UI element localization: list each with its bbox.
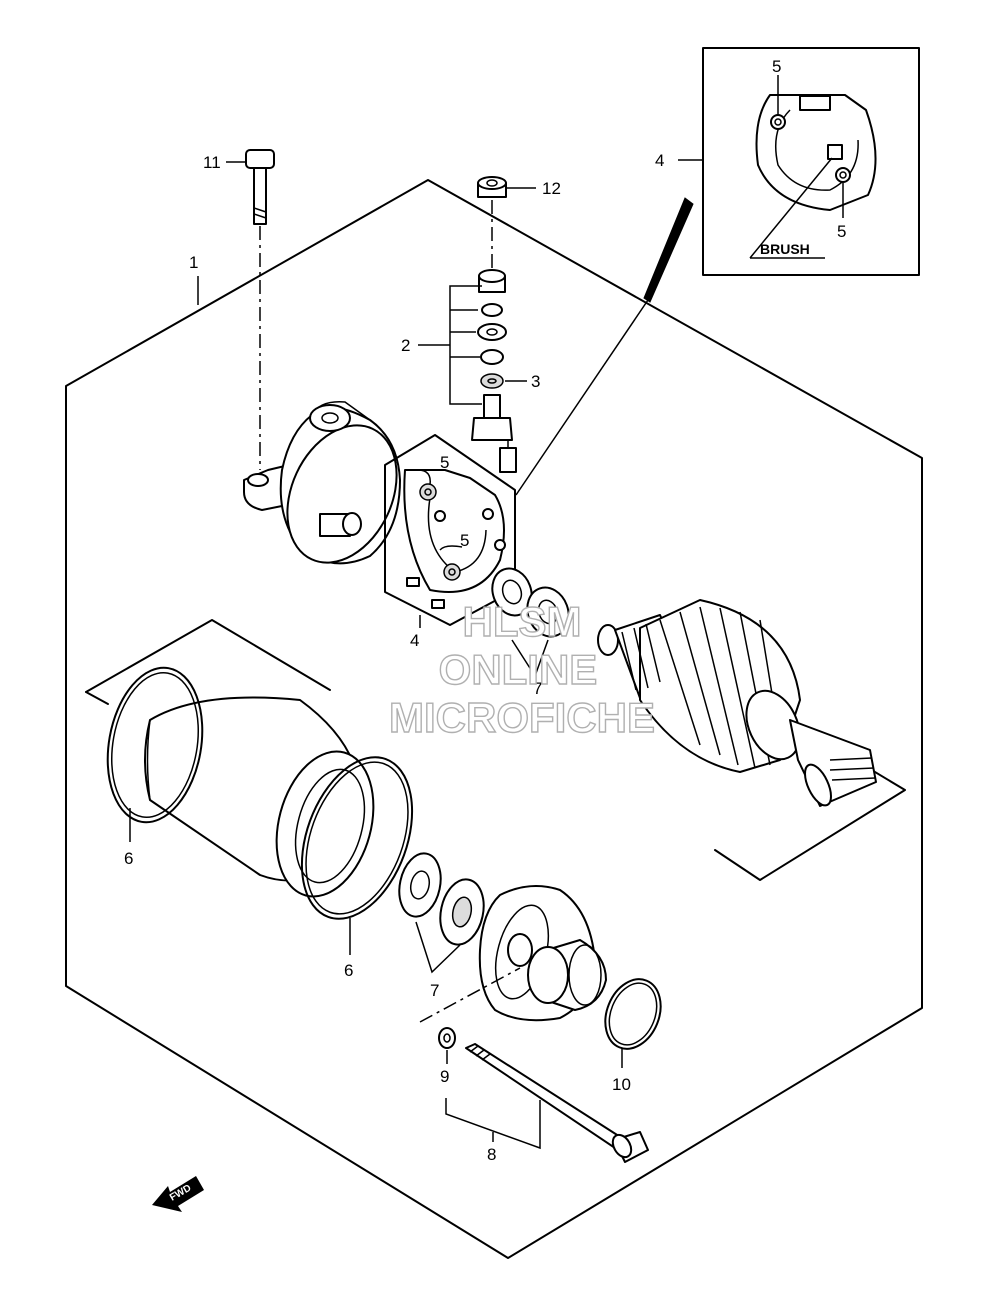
- front-cover: [478, 885, 607, 1022]
- watermark-line-1: HLSM: [463, 598, 582, 645]
- callout-8: 8: [487, 1145, 496, 1164]
- callout-2: 2: [401, 336, 410, 355]
- rear-housing-cap: [243, 401, 401, 565]
- watermark-line-3: MICROFICHE: [389, 694, 655, 741]
- detail-pointer: [643, 197, 694, 303]
- o-ring-10: [604, 978, 662, 1068]
- callout-7-lower: 7: [430, 981, 439, 1000]
- callout-7-upper: 7: [533, 679, 542, 698]
- callout-6-left: 6: [124, 849, 133, 868]
- sub-boundary-left: [85, 691, 109, 705]
- callout-11: 11: [203, 153, 221, 172]
- callout-4-inset: 4: [655, 151, 664, 170]
- fwd-arrow-icon: FWD: [152, 1176, 204, 1212]
- sub-boundary: [85, 619, 331, 693]
- sub-boundary-right: [714, 759, 906, 881]
- through-bolt-8: [419, 967, 649, 1163]
- brush-inset: 5 5 BRUSH: [678, 47, 920, 276]
- callout-12: 12: [542, 179, 561, 198]
- callout-3: 3: [531, 372, 540, 391]
- inset-frame: [702, 47, 920, 276]
- washer-pair-7-upper: [491, 567, 570, 678]
- o-ring-6-right: [300, 756, 414, 955]
- brush-plate-4: [384, 434, 516, 628]
- bolt-11: [226, 149, 275, 470]
- washer-pair-7-lower: [398, 852, 485, 974]
- callout-9: 9: [440, 1067, 449, 1086]
- callout-1: 1: [189, 253, 198, 272]
- yoke-housing: [144, 696, 375, 898]
- assembly-boundary: [65, 179, 923, 1259]
- nut-12: [477, 176, 536, 268]
- callout-5-plate-mid: 5: [460, 531, 469, 550]
- watermark-line-2: ONLINE: [439, 646, 598, 693]
- callout-10: 10: [612, 1075, 631, 1094]
- callout-5-inset-bottom: 5: [837, 222, 846, 241]
- o-ring-6-left: [106, 666, 204, 842]
- callout-6-right: 6: [344, 961, 353, 980]
- callout-4-plate: 4: [410, 631, 419, 650]
- callout-5-plate-top: 5: [440, 453, 449, 472]
- terminal-stack-2: [418, 269, 527, 473]
- brush-label: BRUSH: [760, 241, 810, 257]
- callout-5-inset-top: 5: [772, 57, 781, 76]
- armature: [597, 599, 877, 807]
